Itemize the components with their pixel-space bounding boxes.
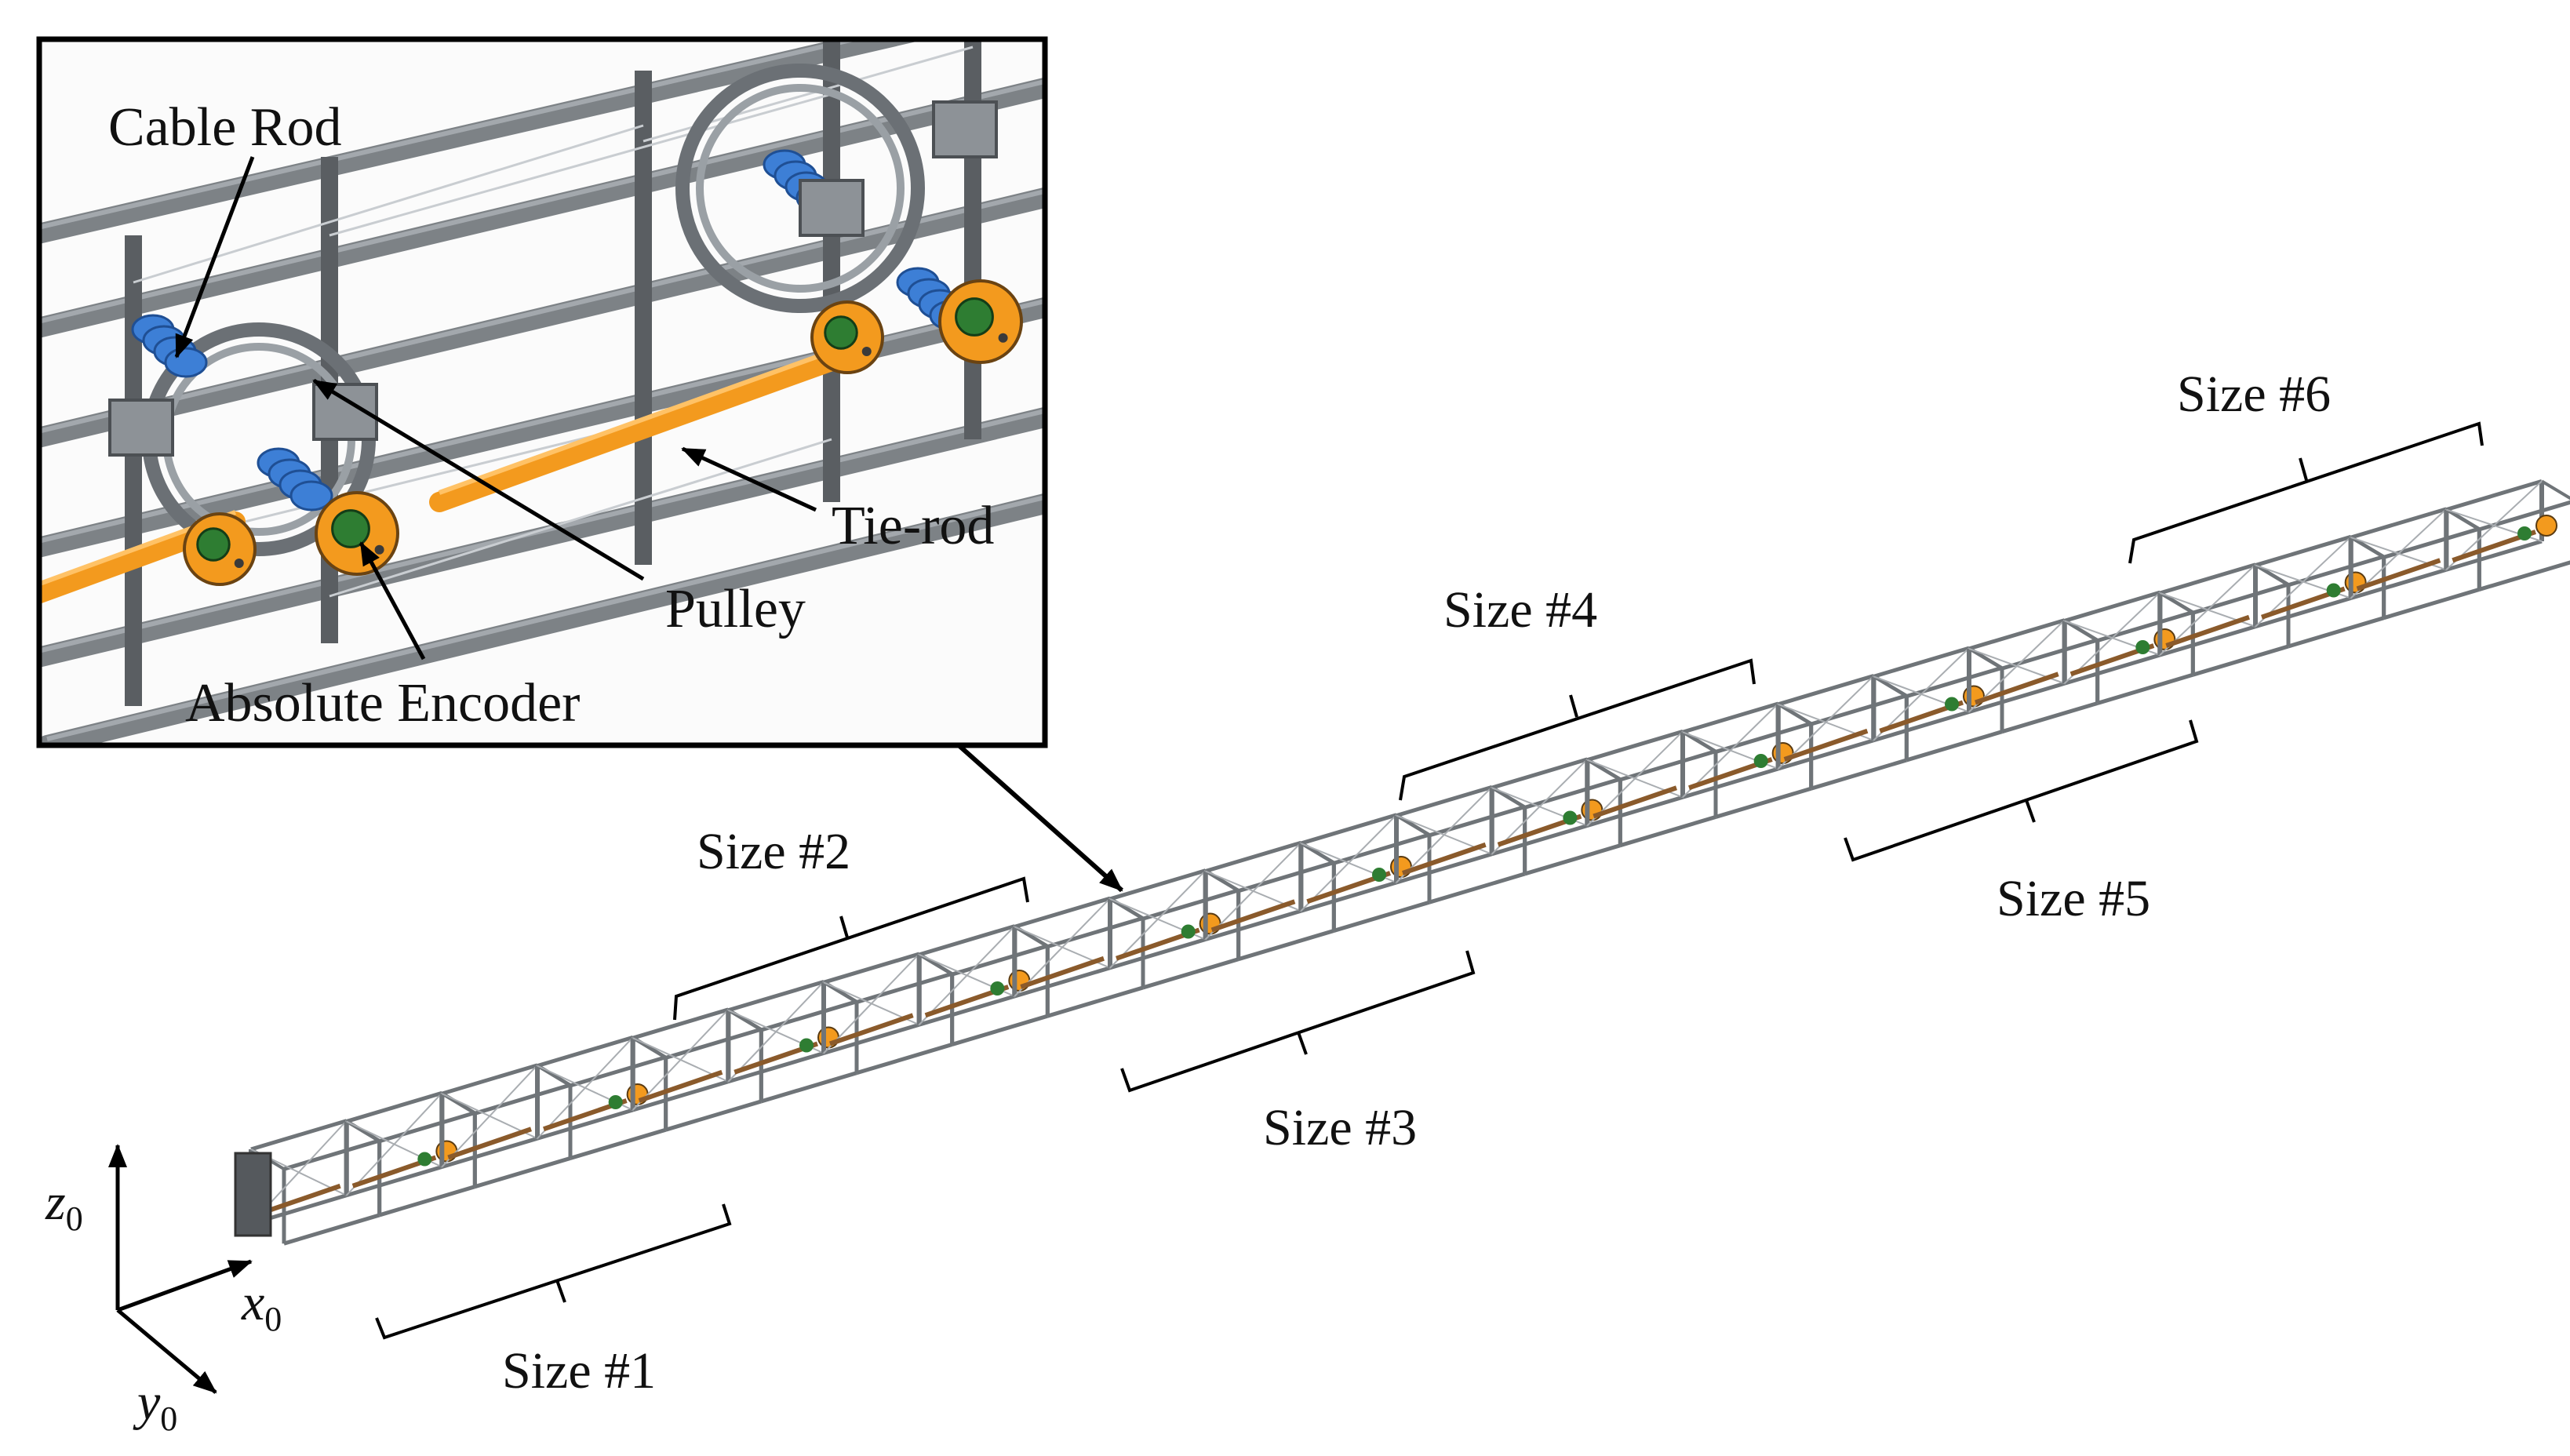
arm-module — [1775, 674, 1909, 791]
x0-axis-label: x0 — [242, 1274, 282, 1338]
z0-axis-label: z0 — [46, 1174, 83, 1238]
size6-brace — [2128, 421, 2484, 564]
size3-label: Size #3 — [1263, 1099, 1418, 1156]
size5-brace — [1844, 719, 2199, 862]
size5-label: Size #5 — [1997, 870, 2151, 927]
size3-brace — [1120, 950, 1476, 1093]
arm-module — [535, 1036, 668, 1160]
arm-module — [1585, 730, 1718, 848]
size1-label: Size #1 — [502, 1342, 657, 1400]
encoder-leader — [359, 541, 426, 661]
inset-pointer-arrow — [957, 743, 1123, 893]
arm-module — [1967, 618, 2100, 734]
pulley-label: Pulley — [665, 579, 806, 639]
size2-brace — [673, 876, 1029, 1021]
size6-label: Size #6 — [2177, 366, 2332, 423]
coordinate-frame — [108, 1144, 253, 1394]
arm-module — [1871, 646, 2004, 763]
arm-module — [2062, 590, 2195, 705]
arm-module — [2444, 479, 2570, 592]
cable-rod-leader — [174, 156, 255, 359]
arm-module — [2253, 534, 2386, 649]
size2-label: Size #2 — [697, 823, 851, 880]
robot-arm-chain — [234, 479, 2570, 1246]
size4-brace — [1399, 658, 1756, 801]
tie-rod-label: Tie-rod — [832, 496, 995, 556]
arm-base — [234, 1152, 272, 1237]
inset-detail-render — [39, 39, 1045, 745]
detail-inset — [36, 36, 1048, 748]
arm-module — [2157, 562, 2291, 677]
cable-rod-label: Cable Rod — [108, 97, 342, 158]
size4-label: Size #4 — [1443, 581, 1598, 639]
size1-brace — [375, 1203, 732, 1340]
tie-rod-leader — [681, 446, 817, 512]
arm-module — [1394, 784, 1527, 905]
arm-module — [1489, 757, 1622, 876]
arm-module — [1680, 701, 1814, 819]
pulley-leader — [312, 378, 645, 581]
arm-module — [2348, 507, 2481, 621]
y0-axis-label: y0 — [137, 1374, 178, 1438]
absolute-encoder-label: Absolute Encoder — [185, 673, 581, 733]
